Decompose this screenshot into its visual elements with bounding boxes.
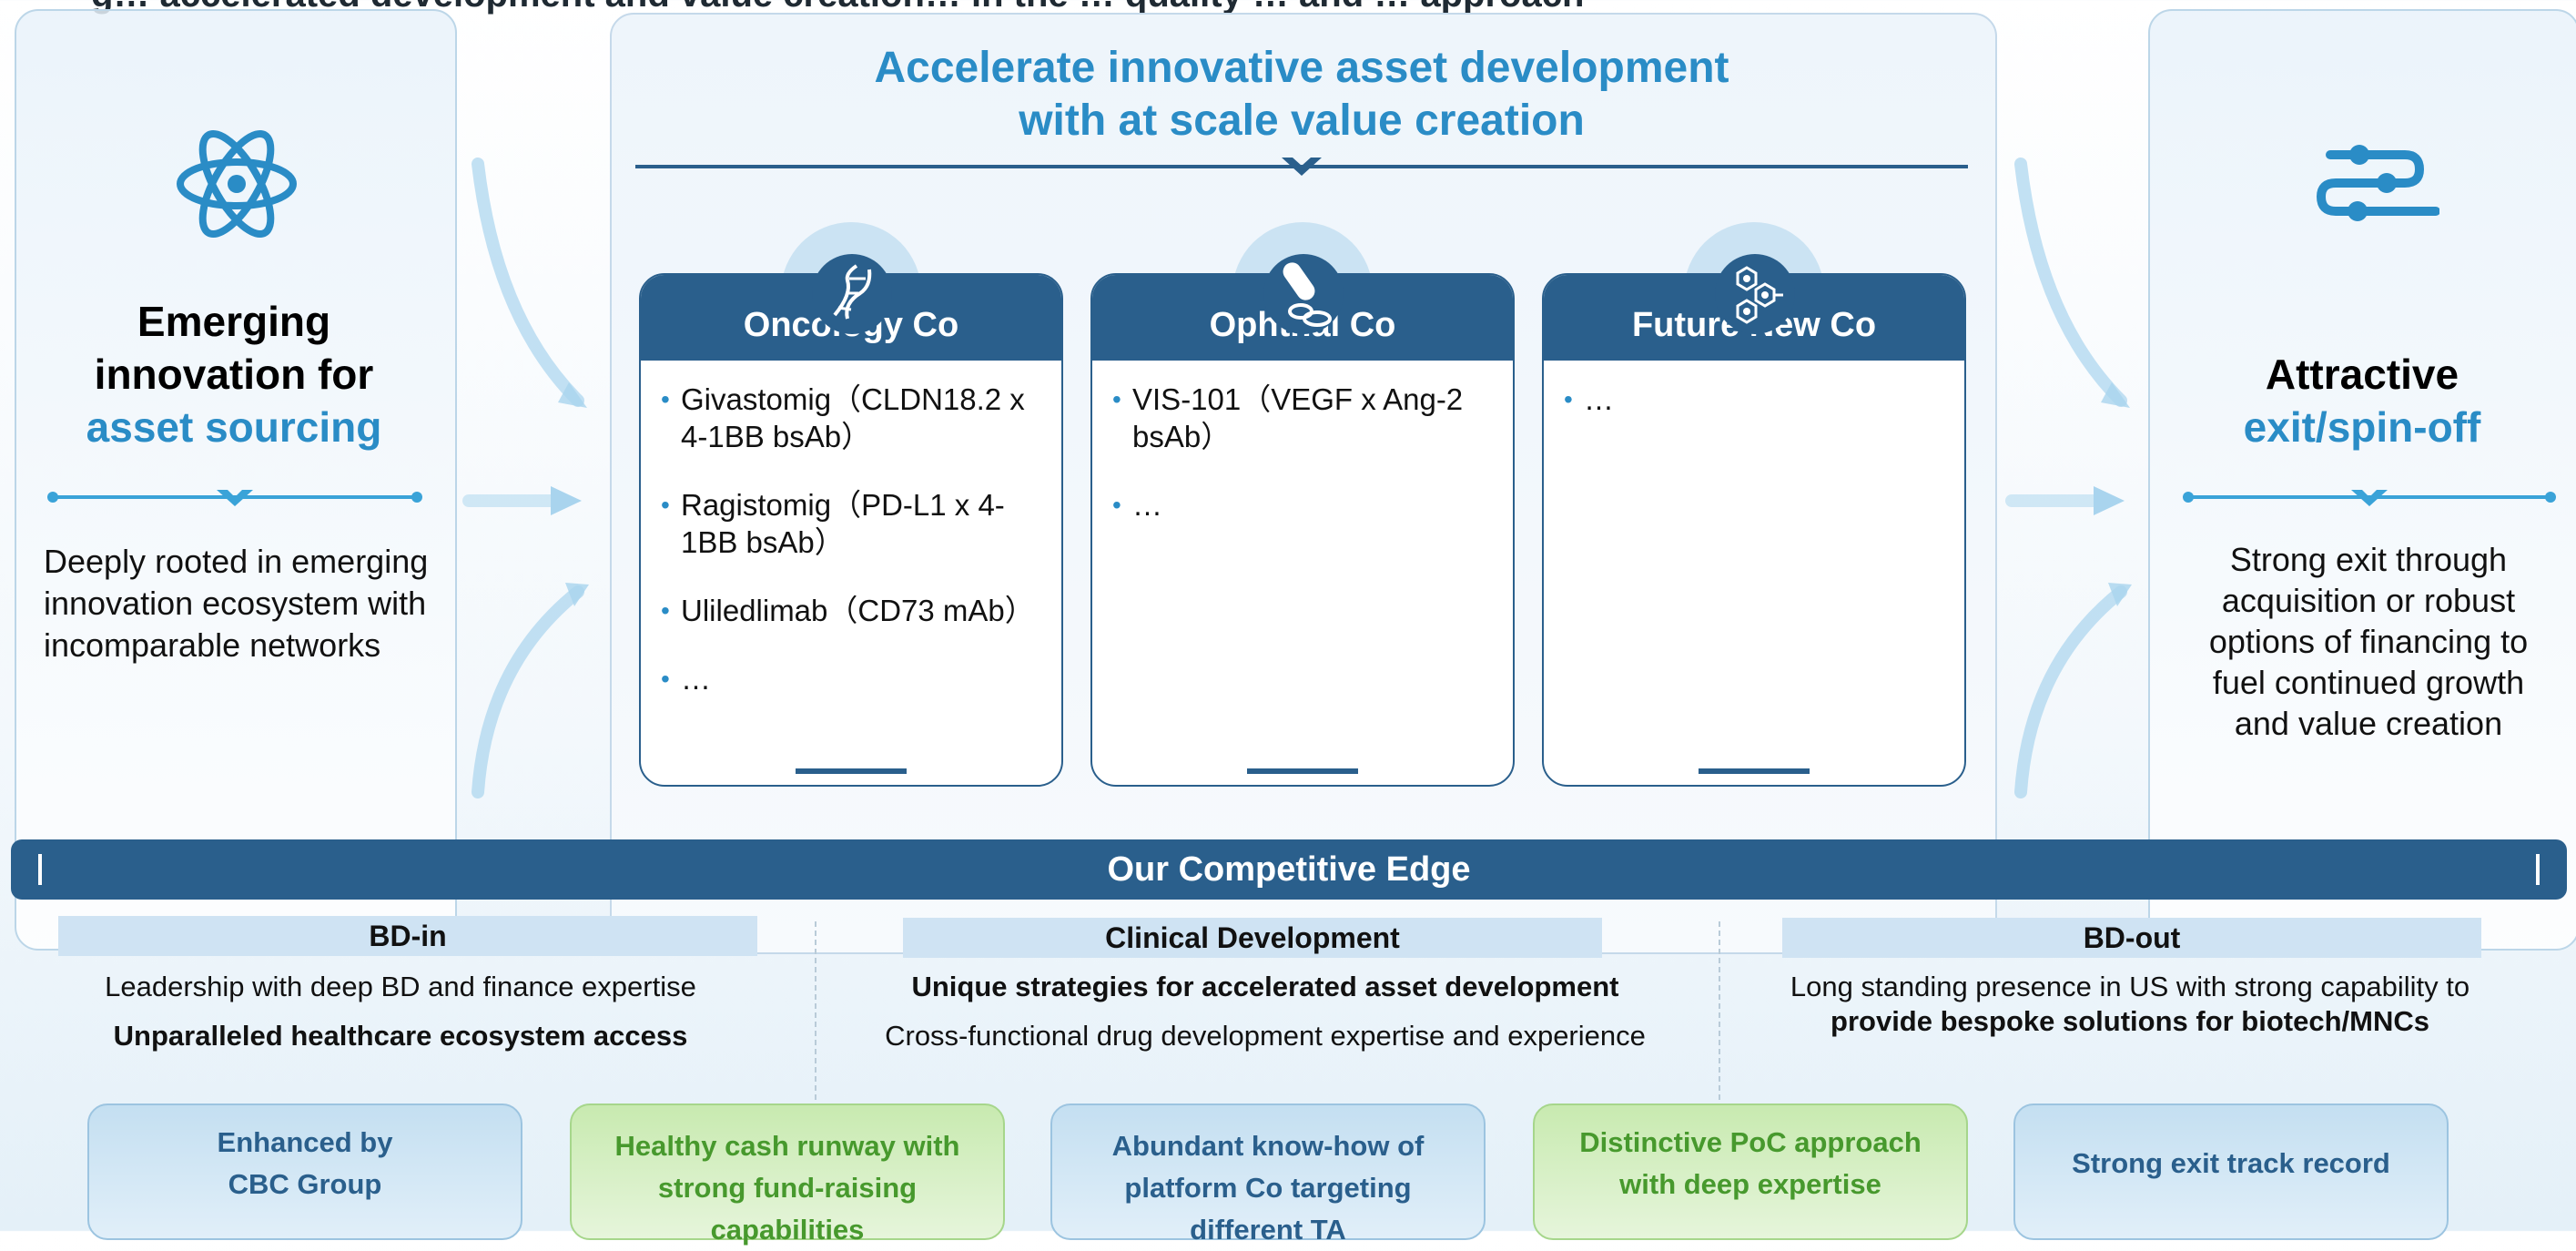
molecule-network-icon — [1715, 254, 1795, 334]
flow-arrow-left — [462, 158, 589, 798]
capability-label-clinical: Clinical Development — [903, 918, 1602, 958]
sliders-icon — [2316, 145, 2439, 221]
asset-item: … — [1564, 381, 1952, 418]
strength-pill: Strong exit track record — [2013, 1104, 2449, 1240]
description-line: acquisition or robust — [2221, 582, 2516, 619]
chevron-down-icon — [217, 490, 253, 506]
company-card-future: Future New Co … — [1542, 222, 1966, 787]
capability-label-bd-out: BD-out — [1782, 918, 2481, 958]
description-line: Deeply rooted in emerging — [44, 543, 429, 580]
card-footer-bar — [1699, 768, 1810, 774]
competitive-edge-bar: Our Competitive Edge — [11, 839, 2567, 900]
asset-item: … — [661, 660, 1049, 697]
card-body: Oncology Co Givastomig（CLDN18.2 x 4-1BB … — [639, 273, 1063, 787]
capability-line: Leadership with deep BD and finance expe… — [105, 971, 696, 1002]
asset-item: VIS-101（VEGF x Ang-2 bsAb） — [1112, 381, 1500, 455]
exit-heading: Attractive exit/spin-off — [2148, 348, 2576, 453]
dna-icon — [812, 254, 892, 334]
section-divider — [2183, 490, 2556, 506]
asset-item: … — [1112, 486, 1500, 524]
bar-tick — [38, 854, 42, 885]
asset-sourcing-panel — [15, 9, 457, 951]
column-separator — [815, 921, 816, 1100]
strength-text: Enhanced by CBC Group — [217, 1126, 393, 1200]
card-body: Ophthal Co VIS-101（VEGF x Ang-2 bsAb） … — [1090, 273, 1515, 787]
exit-panel — [2148, 9, 2576, 951]
chevron-down-icon — [2351, 490, 2388, 506]
strength-pill: Healthy cash runway with strong fund-rai… — [570, 1104, 1005, 1246]
company-card-ophthal: Ophthal Co VIS-101（VEGF x Ang-2 bsAb） … — [1090, 222, 1515, 787]
capability-line: Cross-functional drug development expert… — [885, 1020, 1646, 1052]
description-line: innovation ecosystem with — [44, 585, 427, 622]
asset-list: Givastomig（CLDN18.2 x 4-1BB bsAb） Ragist… — [641, 381, 1061, 697]
center-divider — [635, 158, 1968, 176]
description-line: fuel continued growth — [2212, 664, 2525, 701]
heading-line: Attractive — [2265, 351, 2459, 398]
strength-text: Healthy cash runway with strong fund-rai… — [614, 1130, 960, 1246]
capability-line-bold: Unique strategies for accelerated asset … — [911, 971, 1619, 1002]
strength-pill: Abundant know-how of platform Co targeti… — [1050, 1104, 1486, 1246]
capability-line: Long standing presence in US with strong… — [1790, 971, 2470, 1002]
atom-icon — [177, 129, 297, 239]
heading-line: innovation for — [94, 351, 374, 398]
company-card-oncology: Oncology Co Givastomig（CLDN18.2 x 4-1BB … — [639, 222, 1063, 787]
column-separator — [1719, 921, 1720, 1100]
page-title-cropped: g… accelerated development and value cre… — [91, 0, 2139, 15]
asset-list: … — [1544, 381, 1964, 418]
competitive-edge-title: Our Competitive Edge — [1107, 850, 1471, 889]
capability-line-bold: provide bespoke solutions for biotech/MN… — [1831, 1005, 2429, 1037]
asset-item: Givastomig（CLDN18.2 x 4-1BB bsAb） — [661, 381, 1049, 455]
strength-pill: Distinctive PoC approach with deep exper… — [1533, 1104, 1968, 1240]
description-line: options of financing to — [2208, 623, 2529, 660]
heading-line: Emerging — [137, 298, 331, 345]
strength-text: Distinctive PoC approach with deep exper… — [1579, 1126, 1922, 1200]
asset-sourcing-heading: Emerging innovation for asset sourcing — [15, 295, 453, 453]
heading-accent: asset sourcing — [86, 403, 382, 451]
flow-arrow-right — [2005, 158, 2132, 798]
chevron-down-icon — [1282, 158, 1322, 176]
pill-capsule-icon — [1263, 254, 1344, 334]
strength-pill: Enhanced by CBC Group — [87, 1104, 522, 1240]
asset-sourcing-description: Deeply rooted in emerging innovation eco… — [44, 541, 453, 666]
capability-line-bold: Unparalleled healthcare ecosystem access — [113, 1020, 688, 1052]
exit-description: Strong exit through acquisition or robus… — [2166, 539, 2571, 744]
description-line: and value creation — [2234, 705, 2503, 742]
capability-label-bd-in: BD-in — [58, 916, 757, 956]
card-footer-bar — [1247, 768, 1358, 774]
description-line: incomparable networks — [44, 626, 381, 664]
card-footer-bar — [796, 768, 907, 774]
asset-item: Ragistomig（PD-L1 x 4-1BB bsAb） — [661, 486, 1049, 561]
center-title: Accelerate innovative asset development … — [610, 42, 1993, 147]
card-body: Future New Co … — [1542, 273, 1966, 787]
strength-text: Abundant know-how of platform Co targeti… — [1111, 1130, 1425, 1246]
strength-text: Strong exit track record — [2072, 1147, 2390, 1179]
heading-accent: exit/spin-off — [2243, 403, 2481, 451]
asset-list: VIS-101（VEGF x Ang-2 bsAb） … — [1092, 381, 1513, 524]
section-divider — [47, 490, 422, 506]
asset-item: Uliledlimab（CD73 mAb） — [661, 592, 1049, 629]
title-line: Accelerate innovative asset development — [874, 44, 1729, 92]
title-line: with at scale value creation — [1019, 97, 1585, 145]
bar-tick — [2536, 854, 2540, 885]
description-line: Strong exit through — [2229, 541, 2508, 578]
